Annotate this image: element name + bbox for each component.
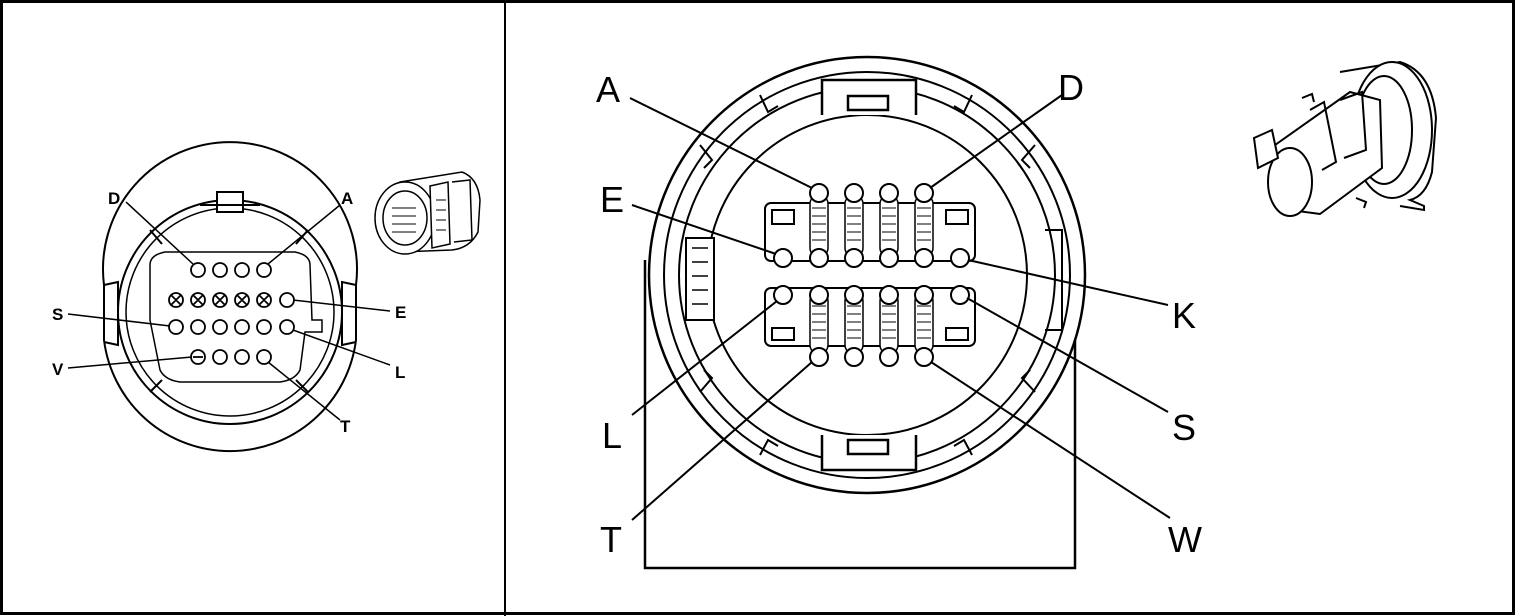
callout-label: T (600, 519, 622, 560)
mounting-base (643, 260, 1077, 570)
right-leader-lines (629, 94, 1171, 521)
left-leader-lines (67, 201, 391, 421)
callout-label: S (52, 305, 63, 324)
callout-label: D (1058, 67, 1084, 108)
left-callout-labels: D A S E V L T (52, 189, 406, 436)
callout-label: D (108, 189, 120, 208)
terminal-cavities (773, 183, 970, 367)
left-connector-face (102, 141, 358, 453)
callout-label: L (602, 415, 622, 456)
callout-label: V (52, 360, 64, 379)
connector-thumbnail-small (374, 171, 481, 255)
callout-label: W (1168, 519, 1202, 560)
callout-label: A (596, 69, 620, 110)
callout-label: A (341, 189, 353, 208)
callout-label: E (600, 179, 624, 220)
minus-circle-icon (190, 349, 206, 365)
x-circle-icon (168, 292, 272, 308)
callout-label: E (395, 303, 406, 322)
connector-thumbnail-large (1252, 60, 1438, 217)
right-connector-face (647, 55, 1087, 495)
callout-label: T (340, 417, 351, 436)
callout-label: S (1172, 407, 1196, 448)
right-callout-labels: A D E K L S T W (596, 67, 1202, 560)
left-cavities (168, 262, 295, 365)
callout-label: K (1172, 295, 1196, 336)
callout-label: L (395, 363, 405, 382)
